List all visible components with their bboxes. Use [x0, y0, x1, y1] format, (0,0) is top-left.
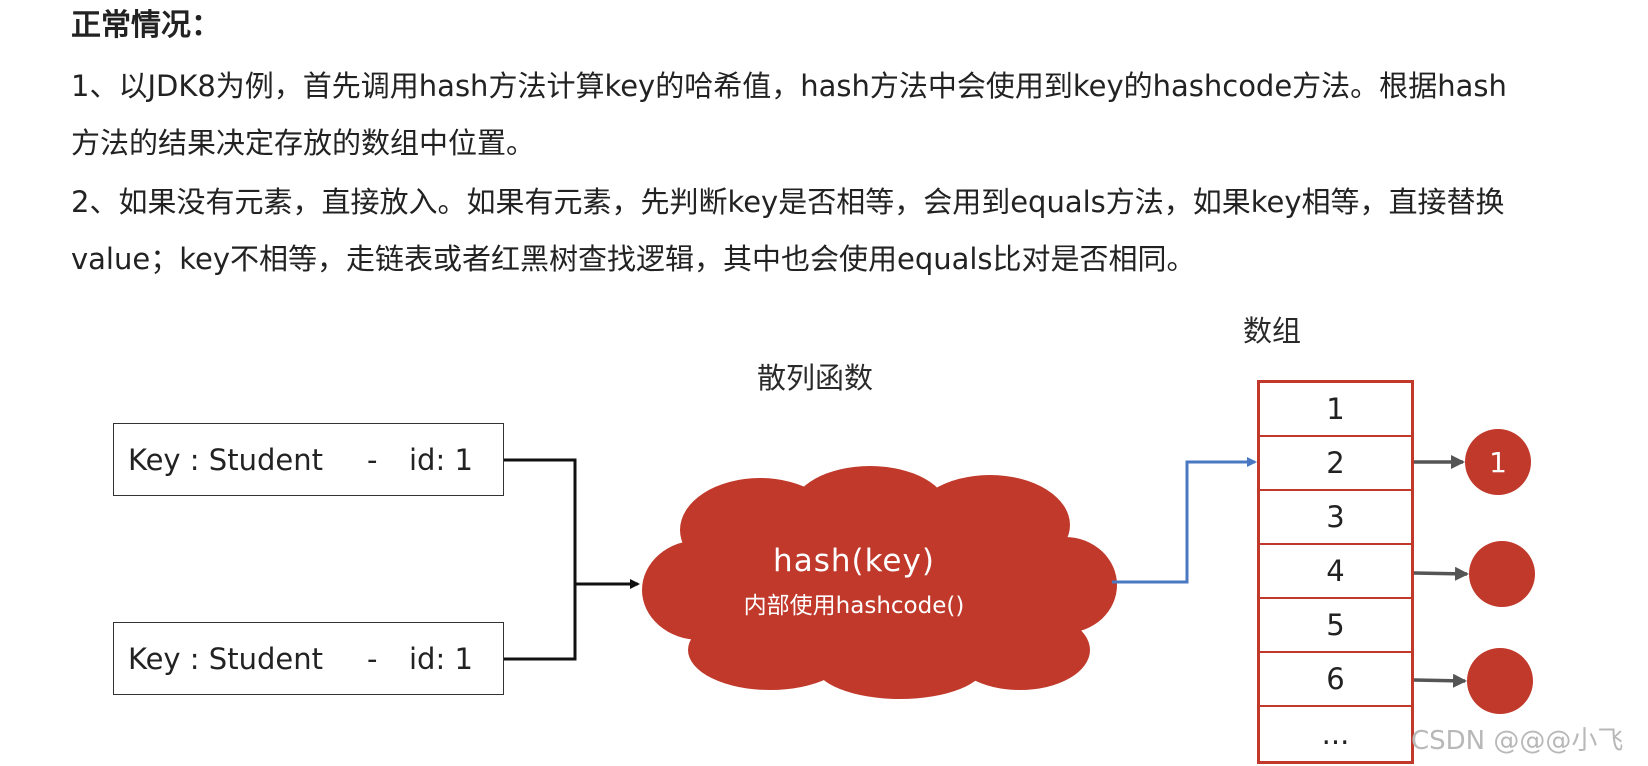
- array-cell: 2: [1260, 437, 1411, 491]
- hash-to-array-arrow: [1112, 457, 1257, 584]
- key-type-text: Key : Student: [128, 443, 323, 477]
- array-cell: ...: [1321, 717, 1350, 751]
- array-label: 数组: [1243, 314, 1302, 348]
- hash-function-label: 散列函数: [757, 361, 874, 395]
- paragraph-1-line-1: 1、以JDK8为例，首先调用hash方法计算key的哈希值，hash方法中会使用…: [71, 69, 1507, 103]
- hash-cloud-title: hash(key): [773, 543, 935, 579]
- paragraph-2-line-2: value；key不相等，走链表或者红黑树查找逻辑，其中也会使用equals比对…: [71, 242, 1196, 276]
- key-separator: -: [367, 642, 378, 676]
- bucket-node: [1469, 541, 1535, 607]
- key-separator: -: [367, 443, 378, 477]
- array-cell: 3: [1260, 491, 1411, 545]
- array-cell: 6: [1260, 653, 1411, 707]
- array-cell: 5: [1260, 599, 1411, 653]
- key-box: Key : Student - id: 1: [113, 423, 504, 496]
- array-cell: 4: [1260, 545, 1411, 599]
- hash-array: 1 2 3 4 5 6 ...: [1257, 380, 1414, 764]
- csdn-watermark: CSDN @@@小飞: [1411, 726, 1624, 756]
- paragraph-2: 2、如果没有元素，直接放入。如果有元素，先判断key是否相等，会用到equals…: [71, 174, 1636, 288]
- array-node-arrows: [1413, 455, 1469, 688]
- bucket-node: [1467, 648, 1533, 714]
- array-cell: 1: [1260, 383, 1411, 437]
- key-box: Key : Student - id: 1: [113, 622, 504, 695]
- key-id-text: id: 1: [409, 443, 473, 477]
- paragraph-1: 1、以JDK8为例，首先调用hash方法计算key的哈希值，hash方法中会使用…: [71, 58, 1636, 172]
- key-id-text: id: 1: [409, 642, 473, 676]
- hash-cloud: [642, 466, 1117, 699]
- key-type-text: Key : Student: [128, 642, 323, 676]
- bucket-node: 1: [1465, 429, 1531, 495]
- key-connectors: [504, 458, 640, 661]
- section-heading: 正常情况：: [71, 8, 221, 43]
- paragraph-2-line-1: 2、如果没有元素，直接放入。如果有元素，先判断key是否相等，会用到equals…: [71, 185, 1505, 219]
- hash-cloud-subtitle: 内部使用hashcode(): [743, 593, 965, 619]
- paragraph-1-line-2: 方法的结果决定存放的数组中位置。: [71, 126, 536, 160]
